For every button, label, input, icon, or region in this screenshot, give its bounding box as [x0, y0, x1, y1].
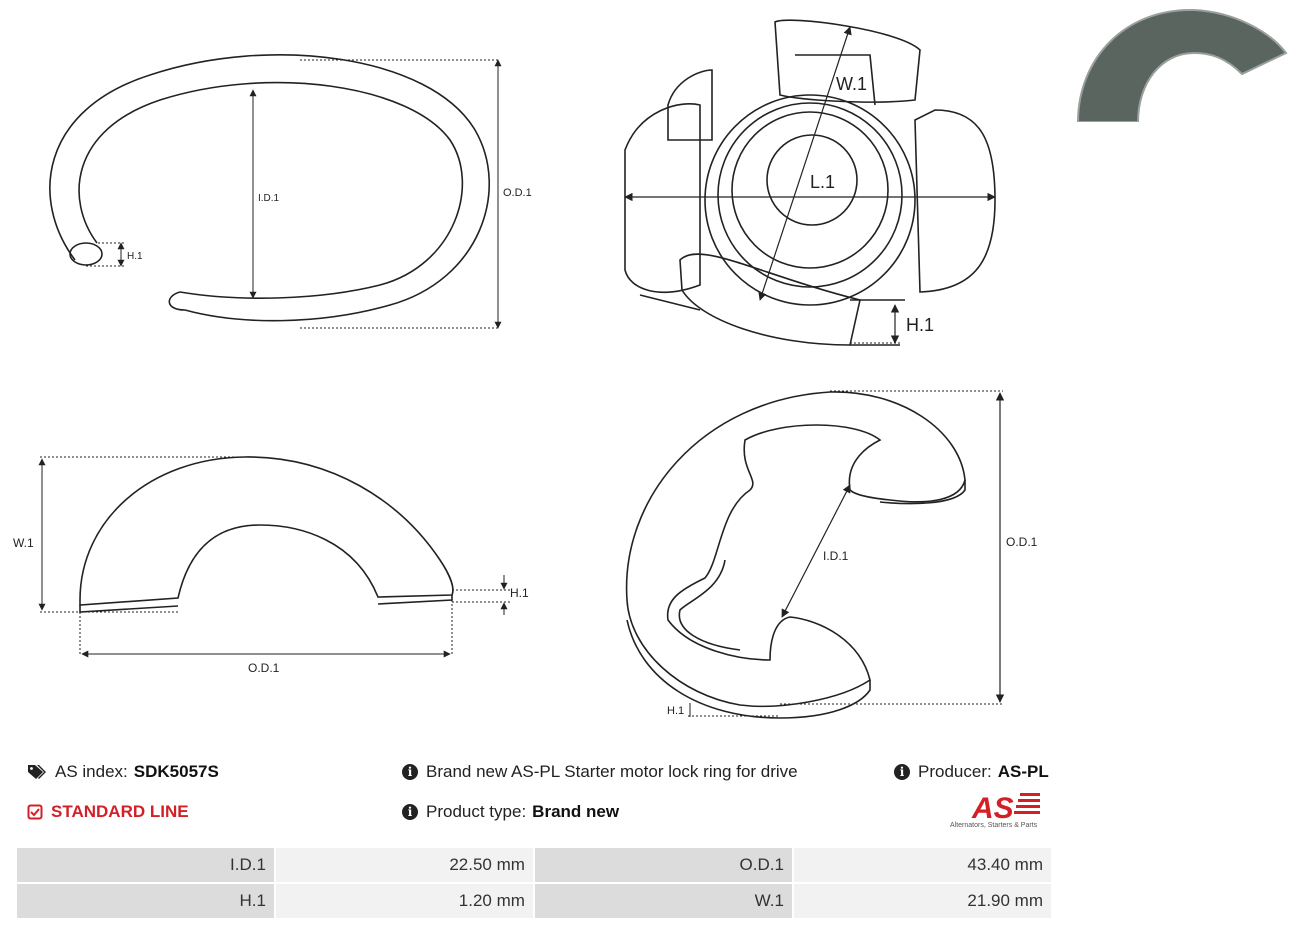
as-pl-logo: AS — [971, 792, 1040, 825]
producer-label: Producer: — [918, 762, 992, 781]
dim-label-ring-id: I.D.1 — [258, 193, 280, 204]
description-row: i Brand new AS-PL Starter motor lock rin… — [402, 762, 798, 782]
top-view — [624, 19, 996, 346]
side-view — [38, 456, 510, 658]
table-row: H.1 1.20 mm W.1 21.90 mm — [15, 882, 1054, 920]
dim-label-iso-id: I.D.1 — [823, 549, 849, 563]
info-circle-icon: i — [402, 764, 418, 780]
info-circle-icon: i — [894, 764, 910, 780]
dim-label-ring-h: H.1 — [127, 251, 143, 262]
as-index-row: AS index: SDK5057S — [27, 762, 219, 782]
dim-label-side-od: O.D.1 — [248, 661, 280, 675]
dim-label-iso-h: H.1 — [667, 705, 684, 717]
product-description: Brand new AS-PL Starter motor lock ring … — [426, 762, 798, 781]
dim-label-top-l: L.1 — [810, 172, 835, 192]
ring-view — [49, 54, 502, 329]
technical-drawing: I.D.1 O.D.1 H.1 W.1 L.1 H.1 W.1 H.1 O.D.… — [13, 19, 1038, 719]
dim-label-top-w: W.1 — [836, 74, 867, 94]
dim-label-top-h: H.1 — [906, 315, 934, 335]
spec-value: 1.20 mm — [273, 882, 535, 920]
spec-label: I.D.1 — [15, 846, 276, 884]
standard-line-badge: STANDARD LINE — [27, 802, 189, 822]
iso-view — [625, 390, 1005, 719]
producer-row: i Producer: AS-PL — [894, 762, 1049, 782]
logo-text: AS — [971, 792, 1014, 825]
as-index-label: AS index: — [55, 762, 128, 781]
dim-label-ring-od: O.D.1 — [503, 187, 532, 199]
logo-tagline: Alternators, Starters & Parts — [950, 822, 1038, 829]
tags-icon — [28, 765, 46, 779]
table-row: I.D.1 22.50 mm O.D.1 43.40 mm — [15, 846, 1054, 884]
spec-label: W.1 — [532, 882, 794, 920]
check-square-icon — [27, 804, 43, 820]
dim-label-side-h: H.1 — [510, 586, 529, 600]
spec-label: O.D.1 — [532, 846, 794, 884]
spec-label: H.1 — [15, 882, 276, 920]
dim-label-iso-od: O.D.1 — [1006, 535, 1038, 549]
standard-line-label: STANDARD LINE — [51, 802, 189, 821]
as-index-value: SDK5057S — [133, 762, 219, 781]
spec-value: 22.50 mm — [273, 846, 535, 884]
product-type-row: i Product type: Brand new — [402, 802, 619, 822]
product-type-label: Product type: — [426, 802, 527, 821]
product-photo — [1076, 8, 1288, 122]
spec-value: 43.40 mm — [791, 846, 1054, 884]
product-type-value: Brand new — [532, 802, 620, 821]
info-circle-icon: i — [402, 804, 418, 820]
spec-value: 21.90 mm — [791, 882, 1054, 920]
dim-label-side-w: W.1 — [13, 536, 34, 550]
specs-table: I.D.1 22.50 mm O.D.1 43.40 mm H.1 1.20 m… — [15, 846, 1054, 920]
producer-value: AS-PL — [997, 762, 1049, 781]
